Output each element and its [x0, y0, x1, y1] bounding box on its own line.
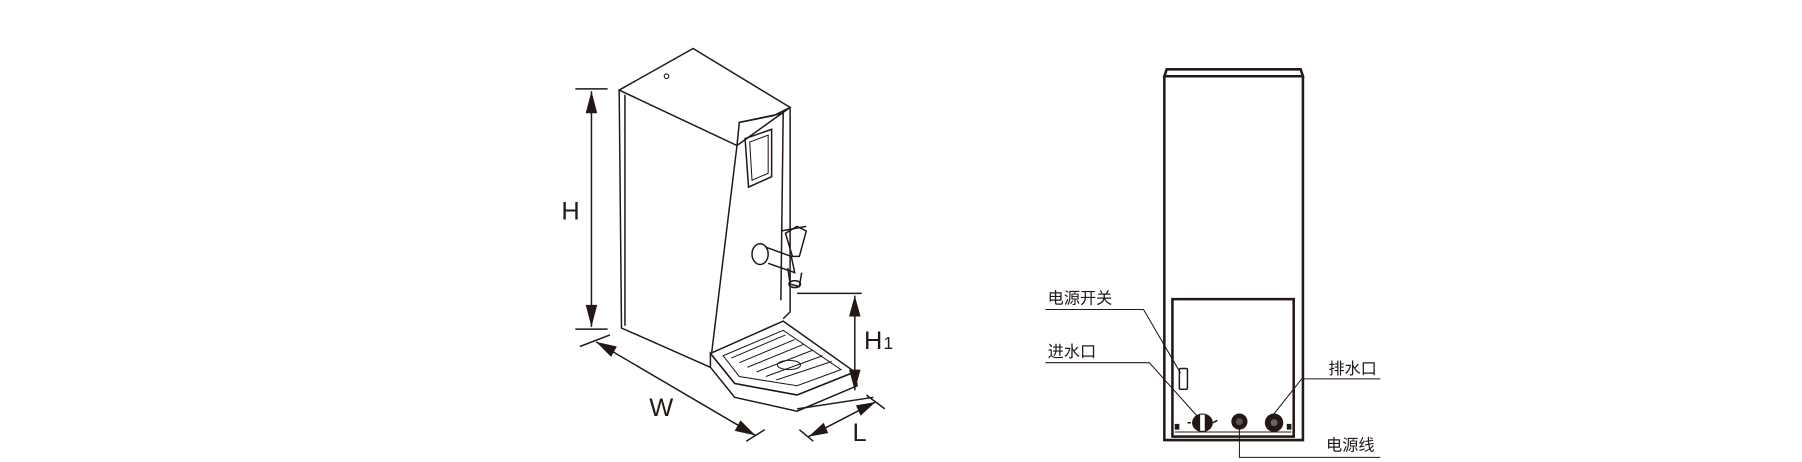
water-inlet — [1187, 413, 1218, 432]
front-panel — [739, 112, 784, 301]
water-tap — [751, 225, 808, 289]
leader-power-cord — [1238, 425, 1381, 458]
leader-power-switch — [1045, 309, 1181, 374]
label-power-switch: 电源开关 — [1048, 289, 1113, 308]
dimension-label-w: W — [649, 394, 673, 422]
water-boiler-perspective: H H1 W L — [561, 47, 893, 447]
power-cord-port — [1231, 413, 1248, 430]
dimension-label-h: H — [561, 197, 579, 225]
rear-body — [1163, 76, 1305, 442]
water-boiler-rear: 电源开关 进水口 排水口 电源线 — [1045, 68, 1381, 458]
rear-lid — [1162, 68, 1305, 78]
label-drain-outlet: 排水口 — [1328, 359, 1376, 378]
foot-left — [1174, 423, 1180, 430]
top-face — [617, 47, 792, 147]
dimension-height: H — [561, 88, 608, 330]
lid-hole — [663, 73, 670, 80]
rear-panel — [1171, 297, 1295, 438]
drain-outlet — [1264, 413, 1284, 432]
leader-water-inlet — [1045, 362, 1200, 419]
display-screen — [744, 128, 773, 189]
front-edge — [710, 145, 738, 354]
foot-right — [1286, 423, 1292, 430]
front-column — [782, 107, 791, 320]
label-water-inlet: 进水口 — [1048, 342, 1096, 361]
display-inner — [749, 134, 769, 181]
power-switch — [1178, 367, 1189, 390]
label-power-cord: 电源线 — [1326, 435, 1374, 454]
dimension-label-h1: H1 — [864, 327, 893, 355]
dimension-width: W — [579, 334, 766, 442]
side-face — [618, 90, 711, 368]
dimension-tap-height: H1 — [797, 292, 893, 391]
dimension-length: L — [796, 394, 886, 447]
dimension-label-l: L — [852, 419, 866, 447]
drip-tray — [709, 320, 858, 412]
leader-drain-outlet — [1270, 378, 1381, 419]
